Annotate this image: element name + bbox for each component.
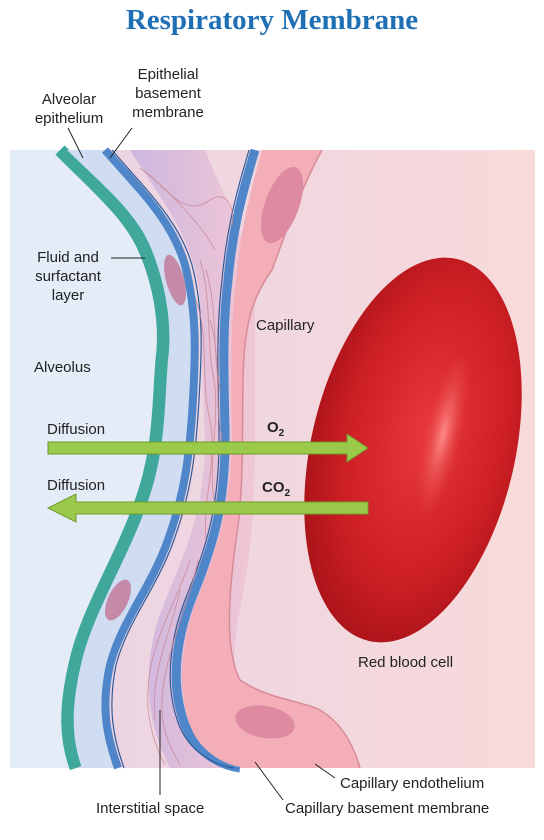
epithelial-bm-label-3: membrane <box>132 104 204 121</box>
epithelial-bm-label-2: basement <box>135 85 202 102</box>
interstitial-space-label: Interstitial space <box>96 800 204 817</box>
capillary-basement-membrane-layer <box>171 148 260 773</box>
diffusion-o2-label: Diffusion <box>47 421 105 438</box>
co2-diffusion-arrow <box>46 493 369 523</box>
epithelial-basement-membrane <box>101 147 199 770</box>
epithelial-nucleus <box>105 579 131 621</box>
epithelial-cytoplasm <box>67 150 195 768</box>
diffusion-co2-label: Diffusion <box>47 477 105 494</box>
rbc-highlight <box>415 349 471 521</box>
fluid-layer-label-2: surfactant <box>35 268 102 285</box>
alveolus-region <box>10 150 164 768</box>
epithelial-nucleus <box>164 254 186 306</box>
capillary-endothelium-label: Capillary endothelium <box>340 775 484 792</box>
red-blood-cell-label: Red blood cell <box>358 654 453 671</box>
endothelial-nucleus <box>260 166 304 244</box>
fluid-layer-label-1: Fluid and <box>37 249 99 266</box>
alveolar-epithelium-label-1: Alveolar <box>42 91 96 108</box>
capillary-label: Capillary <box>256 317 315 334</box>
epithelial-bm-label-1: Epithelial <box>138 66 199 83</box>
alveolus-label: Alveolus <box>34 359 91 376</box>
capillary-basement-membrane-label: Capillary basement membrane <box>285 800 489 817</box>
alveolar-epithelium-label-2: epithelium <box>35 110 103 127</box>
fluid-layer-label-3: layer <box>52 287 85 304</box>
endothelial-nucleus <box>235 705 295 739</box>
alveolar-epithelium-layer <box>55 145 170 771</box>
o2-label: O2 <box>267 419 285 439</box>
capillary-endothelium-layer <box>182 150 360 768</box>
page-title: Respiratory Membrane <box>125 4 419 36</box>
co2-label: CO2 <box>262 479 291 499</box>
o2-diffusion-arrow <box>47 433 369 463</box>
